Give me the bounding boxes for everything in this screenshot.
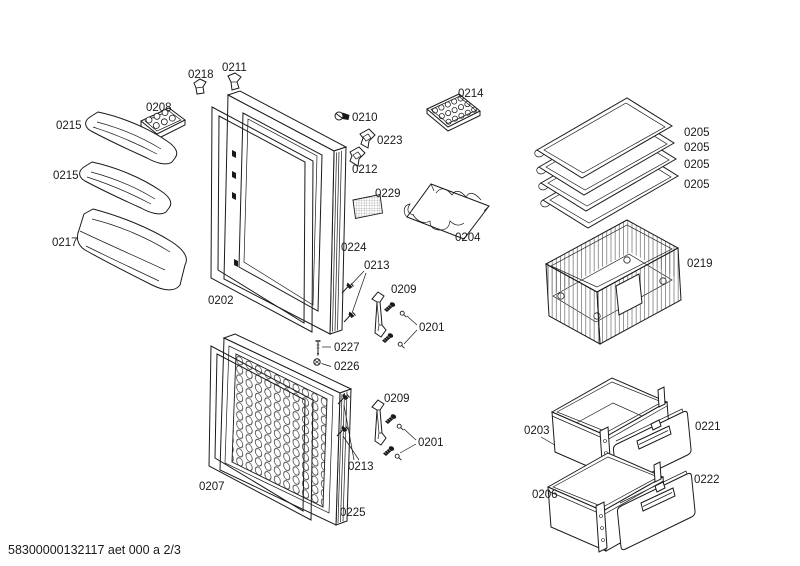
label-0205-2: 0205 bbox=[684, 142, 710, 154]
leader-0226 bbox=[321, 363, 332, 367]
label-0224: 0224 bbox=[341, 242, 367, 254]
label-0212: 0212 bbox=[352, 164, 378, 176]
label-0202: 0202 bbox=[208, 295, 234, 307]
pin-0201-icon bbox=[397, 341, 405, 349]
label-0209-lower: 0209 bbox=[384, 393, 410, 405]
label-0208: 0208 bbox=[146, 102, 172, 114]
leader-0213-upper bbox=[348, 270, 367, 317]
label-0215-a: 0215 bbox=[56, 120, 82, 132]
label-0205-3: 0205 bbox=[684, 159, 710, 171]
hinge-plate-0209-icon bbox=[371, 399, 387, 446]
hinge-plate-0209-icon bbox=[371, 291, 387, 338]
ice-tray-0214-icon bbox=[426, 93, 481, 132]
label-0201-lower: 0201 bbox=[418, 437, 444, 449]
label-0213-lower: 0213 bbox=[348, 461, 374, 473]
label-0201-upper: 0201 bbox=[419, 322, 445, 334]
glass-shelf-stack bbox=[534, 97, 679, 229]
pin-0201-icon bbox=[396, 423, 404, 431]
clip-0223-icon bbox=[359, 128, 376, 149]
freezer-door-panel bbox=[219, 333, 353, 526]
crisper-container bbox=[544, 219, 682, 345]
label-0215-b: 0215 bbox=[53, 170, 79, 182]
label-0205-1: 0205 bbox=[684, 127, 710, 139]
label-0207: 0207 bbox=[199, 481, 225, 493]
pin-0201-icon bbox=[399, 310, 407, 318]
crisper-handle-notch bbox=[615, 273, 643, 316]
hinge-hole-marks bbox=[232, 150, 238, 267]
drawer-front-0222 bbox=[616, 470, 696, 551]
bottle-rack-0204-icon bbox=[403, 183, 490, 240]
screw-0213-icon bbox=[343, 311, 356, 323]
label-0227: 0227 bbox=[334, 342, 360, 354]
label-0225: 0225 bbox=[340, 507, 366, 519]
label-0218: 0218 bbox=[188, 69, 214, 81]
door-dimple-pattern bbox=[231, 353, 328, 508]
label-0229: 0229 bbox=[375, 188, 401, 200]
label-0213-upper: 0213 bbox=[364, 260, 390, 272]
document-reference: 58300000132117 aet 000 a 2/3 bbox=[8, 543, 181, 557]
part-number-labels: 0218 0211 0208 0215 0215 0217 0210 0223 … bbox=[52, 62, 721, 519]
fridge-door-gasket bbox=[210, 106, 314, 333]
label-0203: 0203 bbox=[524, 425, 550, 437]
screw-dark-icon bbox=[382, 445, 396, 457]
screw-0210-icon bbox=[334, 111, 350, 121]
label-0206: 0206 bbox=[532, 489, 558, 501]
drawer-tab bbox=[653, 461, 662, 483]
drawer-front-tab bbox=[650, 419, 662, 431]
screw-dark-icon bbox=[384, 413, 398, 425]
door-shelf-0215-b bbox=[79, 161, 172, 215]
nut-0226-icon bbox=[313, 358, 321, 366]
fridge-door-panel bbox=[223, 90, 348, 335]
vent-grille-0229-icon bbox=[352, 193, 384, 220]
label-0217: 0217 bbox=[52, 237, 78, 249]
drawer-tab bbox=[657, 386, 666, 408]
pin-0227-icon bbox=[315, 340, 321, 357]
pin-0201-icon bbox=[394, 453, 402, 461]
label-0219: 0219 bbox=[687, 258, 713, 270]
leader-0201-upper bbox=[403, 315, 418, 345]
label-0226: 0226 bbox=[334, 361, 360, 373]
freezer-door-gasket bbox=[208, 345, 314, 521]
hinge-cover-0218-icon bbox=[193, 78, 207, 95]
drawer-front-tab bbox=[654, 481, 666, 493]
egg-tray-0208-icon bbox=[140, 107, 186, 140]
hinge-bushing-0211-icon bbox=[227, 72, 242, 91]
label-0209-upper: 0209 bbox=[391, 284, 417, 296]
leader-0213-lower bbox=[342, 404, 360, 461]
screw-dark-icon bbox=[383, 301, 397, 313]
label-0223: 0223 bbox=[377, 135, 403, 147]
glass-shelf-1 bbox=[534, 97, 673, 179]
label-0222: 0222 bbox=[694, 474, 720, 486]
label-0221: 0221 bbox=[695, 421, 721, 433]
label-0210: 0210 bbox=[352, 112, 378, 124]
clip-0212-icon bbox=[349, 146, 366, 167]
label-0205-4: 0205 bbox=[684, 179, 710, 191]
label-0214: 0214 bbox=[458, 88, 484, 100]
leader-0201-lower bbox=[399, 428, 417, 454]
door-shelf-0217 bbox=[76, 208, 187, 291]
label-0204: 0204 bbox=[455, 232, 481, 244]
label-0211: 0211 bbox=[222, 62, 247, 74]
